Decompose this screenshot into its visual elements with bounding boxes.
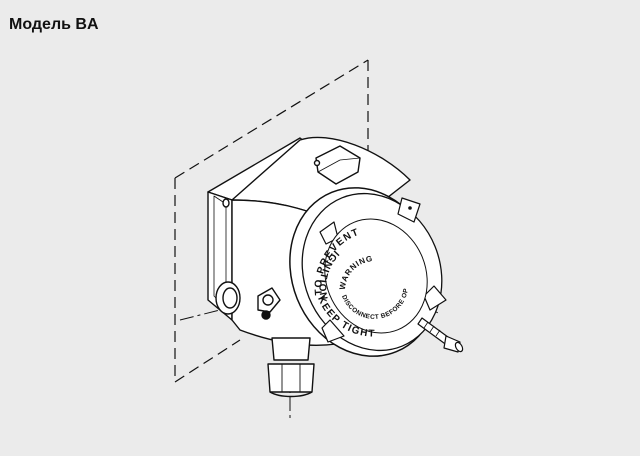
front-cap bbox=[289, 187, 447, 357]
locking-screw bbox=[417, 317, 464, 353]
model-title: Модель BA bbox=[9, 16, 99, 33]
